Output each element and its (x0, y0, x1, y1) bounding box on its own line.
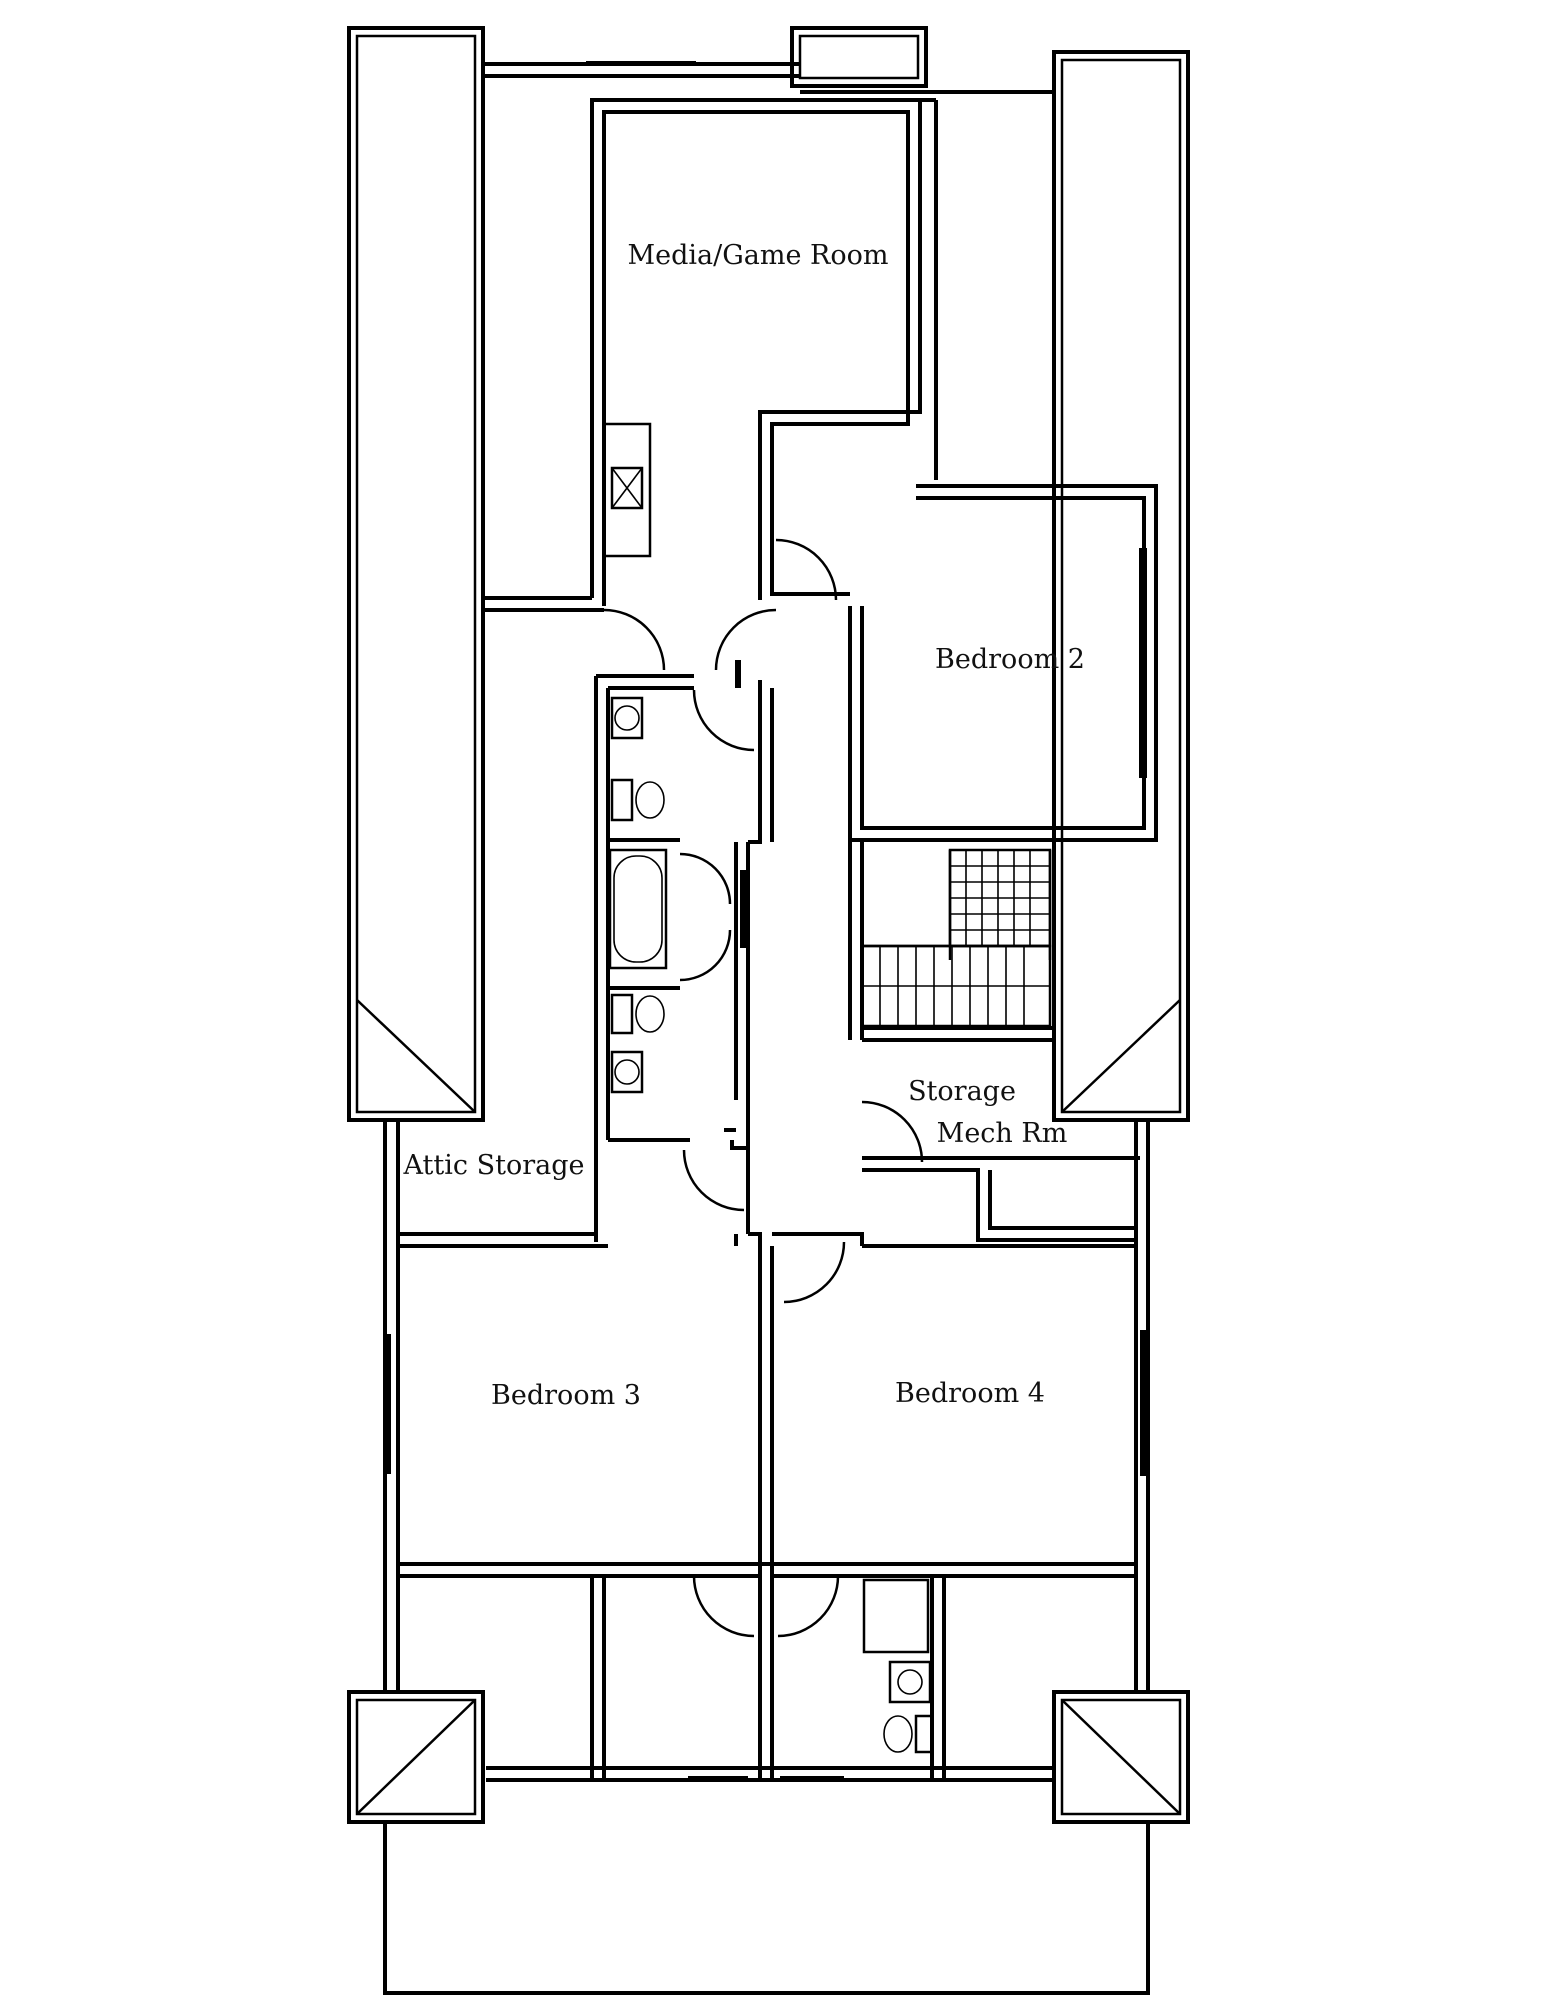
walls (383, 98, 1158, 1995)
doors (603, 538, 924, 1638)
label-media-game-room: Media/Game Room (627, 240, 888, 271)
label-bedroom-2: Bedroom 2 (935, 644, 1085, 675)
dormers (347, 999, 1190, 1824)
label-attic-storage: Attic Storage (403, 1150, 585, 1181)
fixtures (602, 422, 934, 1754)
label-bedroom-3: Bedroom 3 (491, 1380, 641, 1411)
label-mech-rm: Mech Rm (937, 1118, 1068, 1149)
label-storage: Storage (908, 1076, 1016, 1107)
outer-structure (347, 26, 1190, 1122)
room-labels: Media/Game Room Bedroom 2 Storage Mech R… (403, 240, 1085, 1411)
label-bedroom-4: Bedroom 4 (895, 1378, 1045, 1409)
stairs (860, 848, 1052, 1028)
